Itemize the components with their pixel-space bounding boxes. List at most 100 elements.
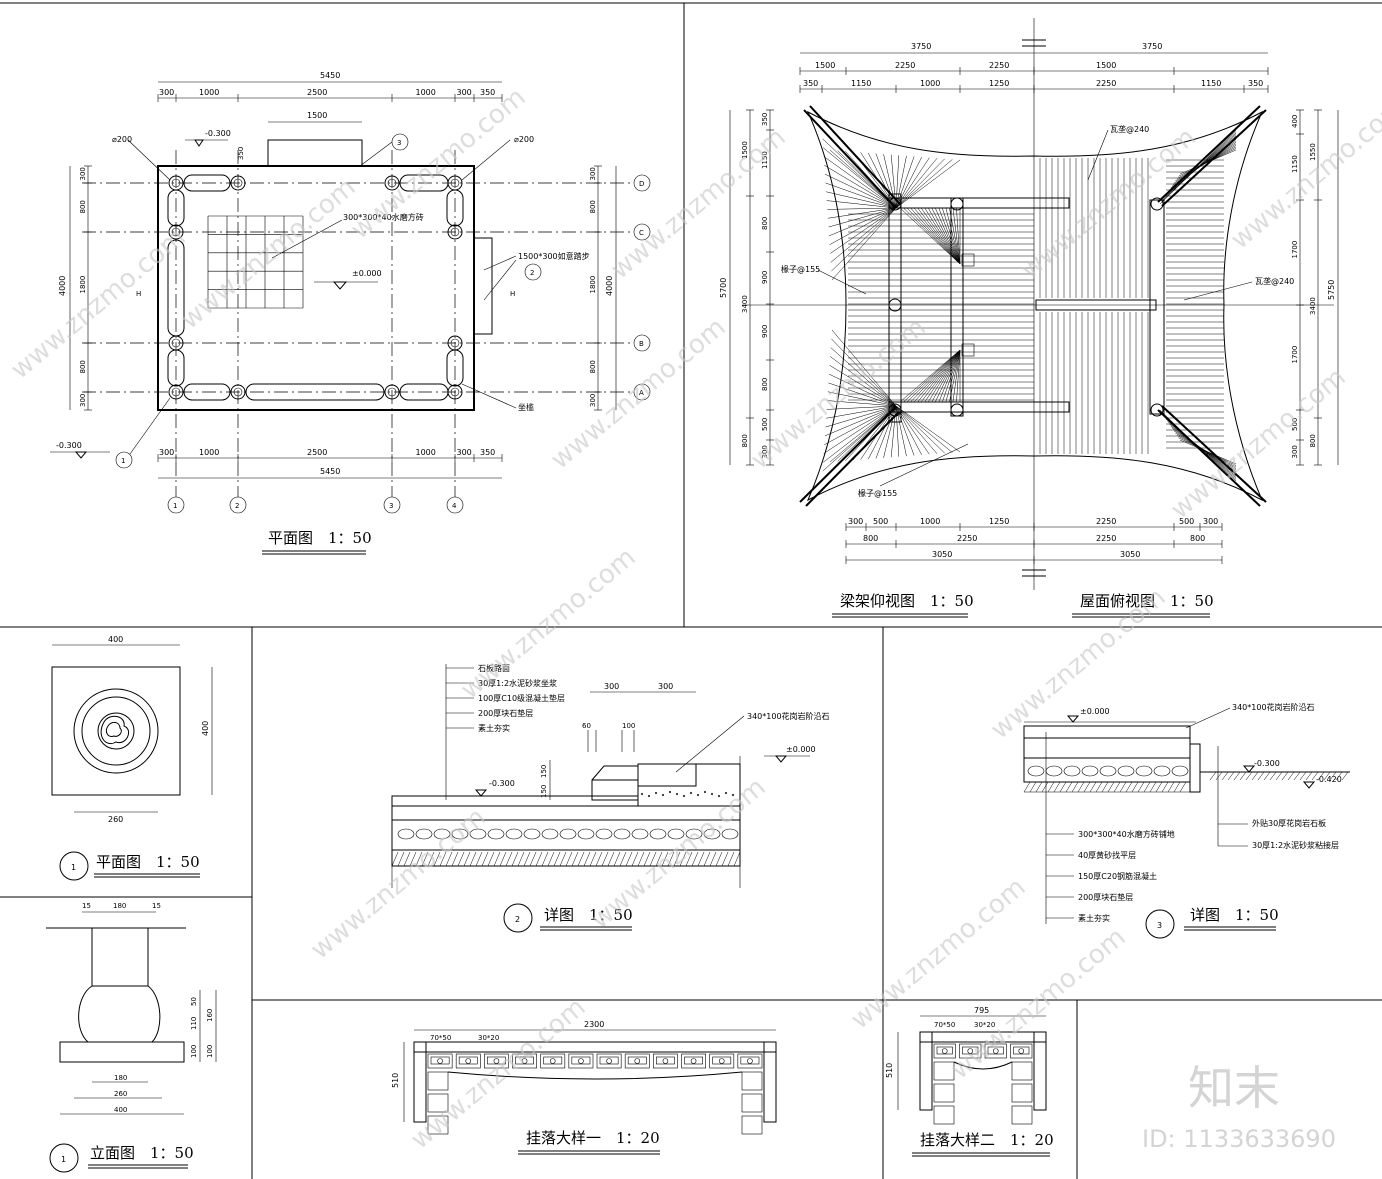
roof-bot-dim-4: 2250 <box>1096 517 1116 526</box>
level-inner: ±0.000 <box>352 269 382 278</box>
d2-layer-3: 200厚块石垫层 <box>478 708 533 718</box>
roof-top-dim-2: 2250 <box>989 61 1009 70</box>
roof-top-dim-0: 1500 <box>815 61 835 70</box>
d3-stone-note: 340*100花岗岩阶沿石 <box>1232 702 1315 712</box>
column-8 <box>168 384 184 400</box>
watermark-8: www.znzmo.com <box>1015 122 1201 285</box>
tile-grid <box>207 215 304 309</box>
plan-left-total: 4000 <box>58 276 67 296</box>
roof-column-0 <box>888 197 902 211</box>
roof-bot-total-0: 3050 <box>932 550 952 559</box>
watermark-1: www.znzmo.com <box>175 172 361 335</box>
roof-right-inner-1: 1150 <box>1291 155 1299 173</box>
d3-side-note-2: 30厚1:2水泥砂浆粘接层 <box>1252 840 1339 850</box>
hang2-height: 510 <box>885 1063 894 1078</box>
axis-label-C: C <box>639 229 644 237</box>
roof-bot-sub-1: 2250 <box>957 534 977 543</box>
axis-bubble-B <box>633 334 651 352</box>
roof-left-inner-5: 800 <box>761 378 769 391</box>
level-outer: -0.300 <box>205 129 231 138</box>
roof-column-4 <box>950 403 964 417</box>
d2-level-top: ±0.000 <box>786 745 816 754</box>
base-plan-title: 平面图 1：50 <box>96 853 200 871</box>
plan-bottom-dim-0: 300 <box>159 448 174 457</box>
axis-bubble-A <box>633 383 651 401</box>
column-9 <box>230 384 246 400</box>
plan-left-dim-2: 1800 <box>79 276 87 294</box>
roof-top-sub-3: 1250 <box>989 79 1009 88</box>
hang2-bar: 30*20 <box>974 1021 995 1029</box>
roof-top-sub-2: 1000 <box>920 79 940 88</box>
roof-top-total-r: 3750 <box>1142 42 1162 51</box>
roof-bot-sub-0: 800 <box>863 534 878 543</box>
plan-top-dim-1: 1000 <box>199 88 219 97</box>
plan-columns <box>168 175 463 400</box>
plan-right-dim-1: 800 <box>589 200 597 213</box>
base-elev-top-3: 15 <box>152 902 161 910</box>
plan-bottom-total: 5450 <box>320 467 340 476</box>
d3-layer-1: 40厚黄砂找平层 <box>1078 850 1136 860</box>
roof-bot-dim-0: 300 <box>848 517 863 526</box>
roof-top-sub-1: 1150 <box>851 79 871 88</box>
d2-layer-2: 100厚C10级混凝土垫层 <box>478 693 565 703</box>
axis-label-2: 2 <box>235 502 239 510</box>
hanging-fret-2: 795 510 70*50 30*20 挂落大样二 1：20 <box>885 1006 1054 1157</box>
roof-right-inner-0: 400 <box>1291 115 1299 128</box>
axis-bubble-3 <box>383 496 401 514</box>
plan-bottom-dim-1: 1000 <box>199 448 219 457</box>
base-elev-top-1: 15 <box>82 902 91 910</box>
watermark-10: www.znzmo.com <box>985 582 1171 745</box>
level-lower: -0.300 <box>56 441 82 450</box>
brand-id: ID: 1133633690 <box>1142 1125 1336 1153</box>
d2-title: 详图 1：50 <box>544 906 633 924</box>
hang1-title: 挂落大样一 1：20 <box>526 1129 660 1147</box>
plan-right-dim-0: 300 <box>589 167 597 180</box>
plan-top-dim-4: 300 <box>457 88 472 97</box>
base-plan: 400 400 260 1 平面图 1：50 <box>51 635 213 881</box>
watermarks: www.znzmo.comwww.znzmo.comwww.znzmo.comw… <box>5 82 1382 1155</box>
plan-title: 平面图 1：50 <box>268 529 372 547</box>
hang2-title: 挂落大样二 1：20 <box>920 1131 1054 1149</box>
roof-left-inner-6: 500 <box>761 418 769 431</box>
brand-logo: 知末 <box>1188 1061 1280 1115</box>
base-elev-r3: 100 <box>190 1045 198 1058</box>
base-plan-inner: 260 <box>108 815 123 824</box>
callout-top: 3 <box>397 139 401 147</box>
hang1-height: 510 <box>391 1073 400 1088</box>
column-11 <box>447 384 463 400</box>
roof-left-inner-3: 900 <box>761 271 769 284</box>
plan-top-dim-3: 1000 <box>416 88 436 97</box>
callout-right: 2 <box>530 269 534 277</box>
roof-left-inner-4: 900 <box>761 325 769 338</box>
column-6 <box>168 335 184 351</box>
hanging-fret-1: 2300 510 70*50 30*20 挂落大样一 1：20 <box>391 1020 777 1155</box>
roof-top-dim-1: 2250 <box>895 61 915 70</box>
roof-top-dim-3: 1500 <box>1096 61 1116 70</box>
d2-small-2: 100 <box>622 722 635 730</box>
d3-layer-0: 300*300*40水磨方砖铺地 <box>1078 829 1175 839</box>
plan-top-dim-5: 350 <box>480 88 495 97</box>
column-2 <box>384 175 400 191</box>
roof-right-inner-2: 1700 <box>1291 241 1299 259</box>
roof-column-3 <box>888 403 902 417</box>
roof-left-mid-2: 800 <box>741 434 749 447</box>
roof-bot-total-1: 3050 <box>1120 550 1140 559</box>
hang1-width: 2300 <box>584 1020 604 1029</box>
d2-layer-1: 30厚1:2水泥砂浆坐浆 <box>478 678 557 688</box>
d2-dim-1: 300 <box>604 682 619 691</box>
roof-left-inner-7: 300 <box>761 445 769 458</box>
d3-layer-4: 素土夯实 <box>1078 913 1110 923</box>
base-plan-width: 400 <box>108 635 123 644</box>
d3-level-mid: -0.300 <box>1254 759 1280 768</box>
watermark-3: www.znzmo.com <box>345 82 531 245</box>
plan-bottom-dim-5: 350 <box>480 448 495 457</box>
plan-right-dim-4: 300 <box>589 394 597 407</box>
column-0 <box>168 175 184 191</box>
base-elev-r1: 50 <box>190 997 198 1006</box>
roof-top-sub-6: 350 <box>1248 79 1263 88</box>
axis-label-1: 1 <box>173 502 177 510</box>
roof-left-outer: 5700 <box>719 278 728 298</box>
plan-step-width: 1500 <box>307 111 327 120</box>
